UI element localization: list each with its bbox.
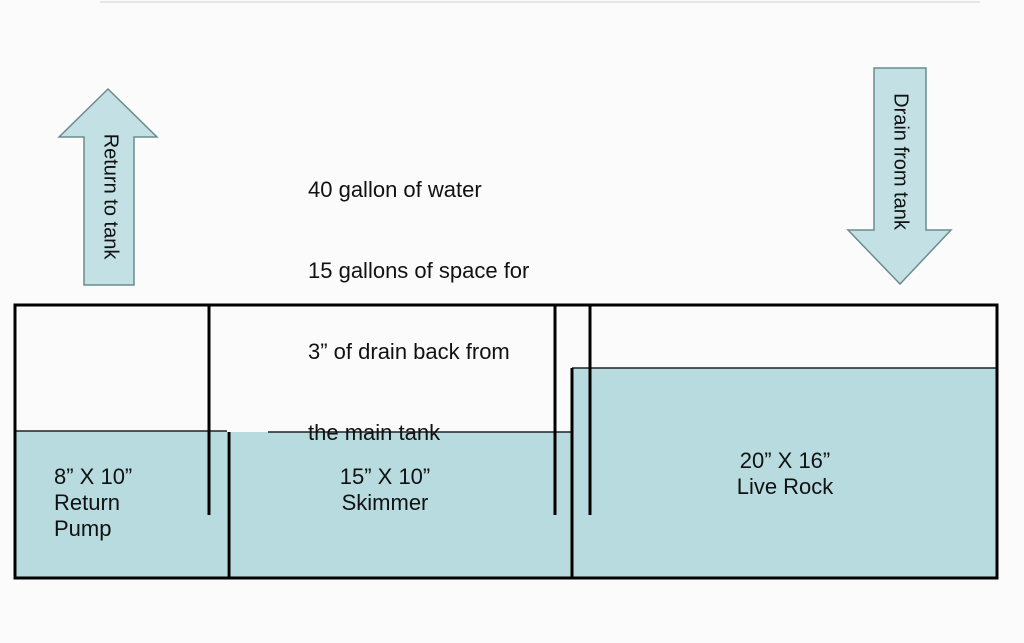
skimmer-chamber-label: 15” X 10” Skimmer (300, 464, 470, 516)
capacity-note: 40 gallon of water 15 gallons of space f… (308, 122, 529, 500)
live-rock-chamber-name: Live Rock (736, 474, 834, 499)
note-line: 40 gallon of water (308, 177, 482, 202)
return-up-arrow (57, 87, 159, 286)
return-chamber-label: 8” X 10” Return Pump (54, 464, 132, 542)
skimmer-chamber-name: Skimmer (341, 490, 429, 515)
drain-down-arrow (846, 67, 953, 286)
note-line: the main tank (308, 420, 441, 445)
note-line: 15 gallons of space for (308, 258, 530, 283)
return-chamber-name-2: Pump (54, 516, 112, 541)
return-chamber-water (16, 431, 227, 578)
skimmer-chamber-size: 15” X 10” (339, 464, 431, 489)
return-arrow-label: Return to tank (99, 133, 122, 260)
drain-arrow-label: Drain from tank (889, 93, 912, 230)
live-rock-chamber-label: 20” X 16” Live Rock (700, 448, 870, 500)
note-line: 3” of drain back from (308, 339, 510, 364)
return-chamber-name-1: Return (54, 490, 121, 515)
sump-tank-outline (13, 303, 999, 580)
skimmer-chamber-water (229, 432, 572, 578)
return-chamber-size: 8” X 10” (54, 464, 133, 489)
live-rock-chamber-size: 20” X 16” (739, 448, 831, 473)
live-rock-chamber-water (572, 368, 996, 578)
